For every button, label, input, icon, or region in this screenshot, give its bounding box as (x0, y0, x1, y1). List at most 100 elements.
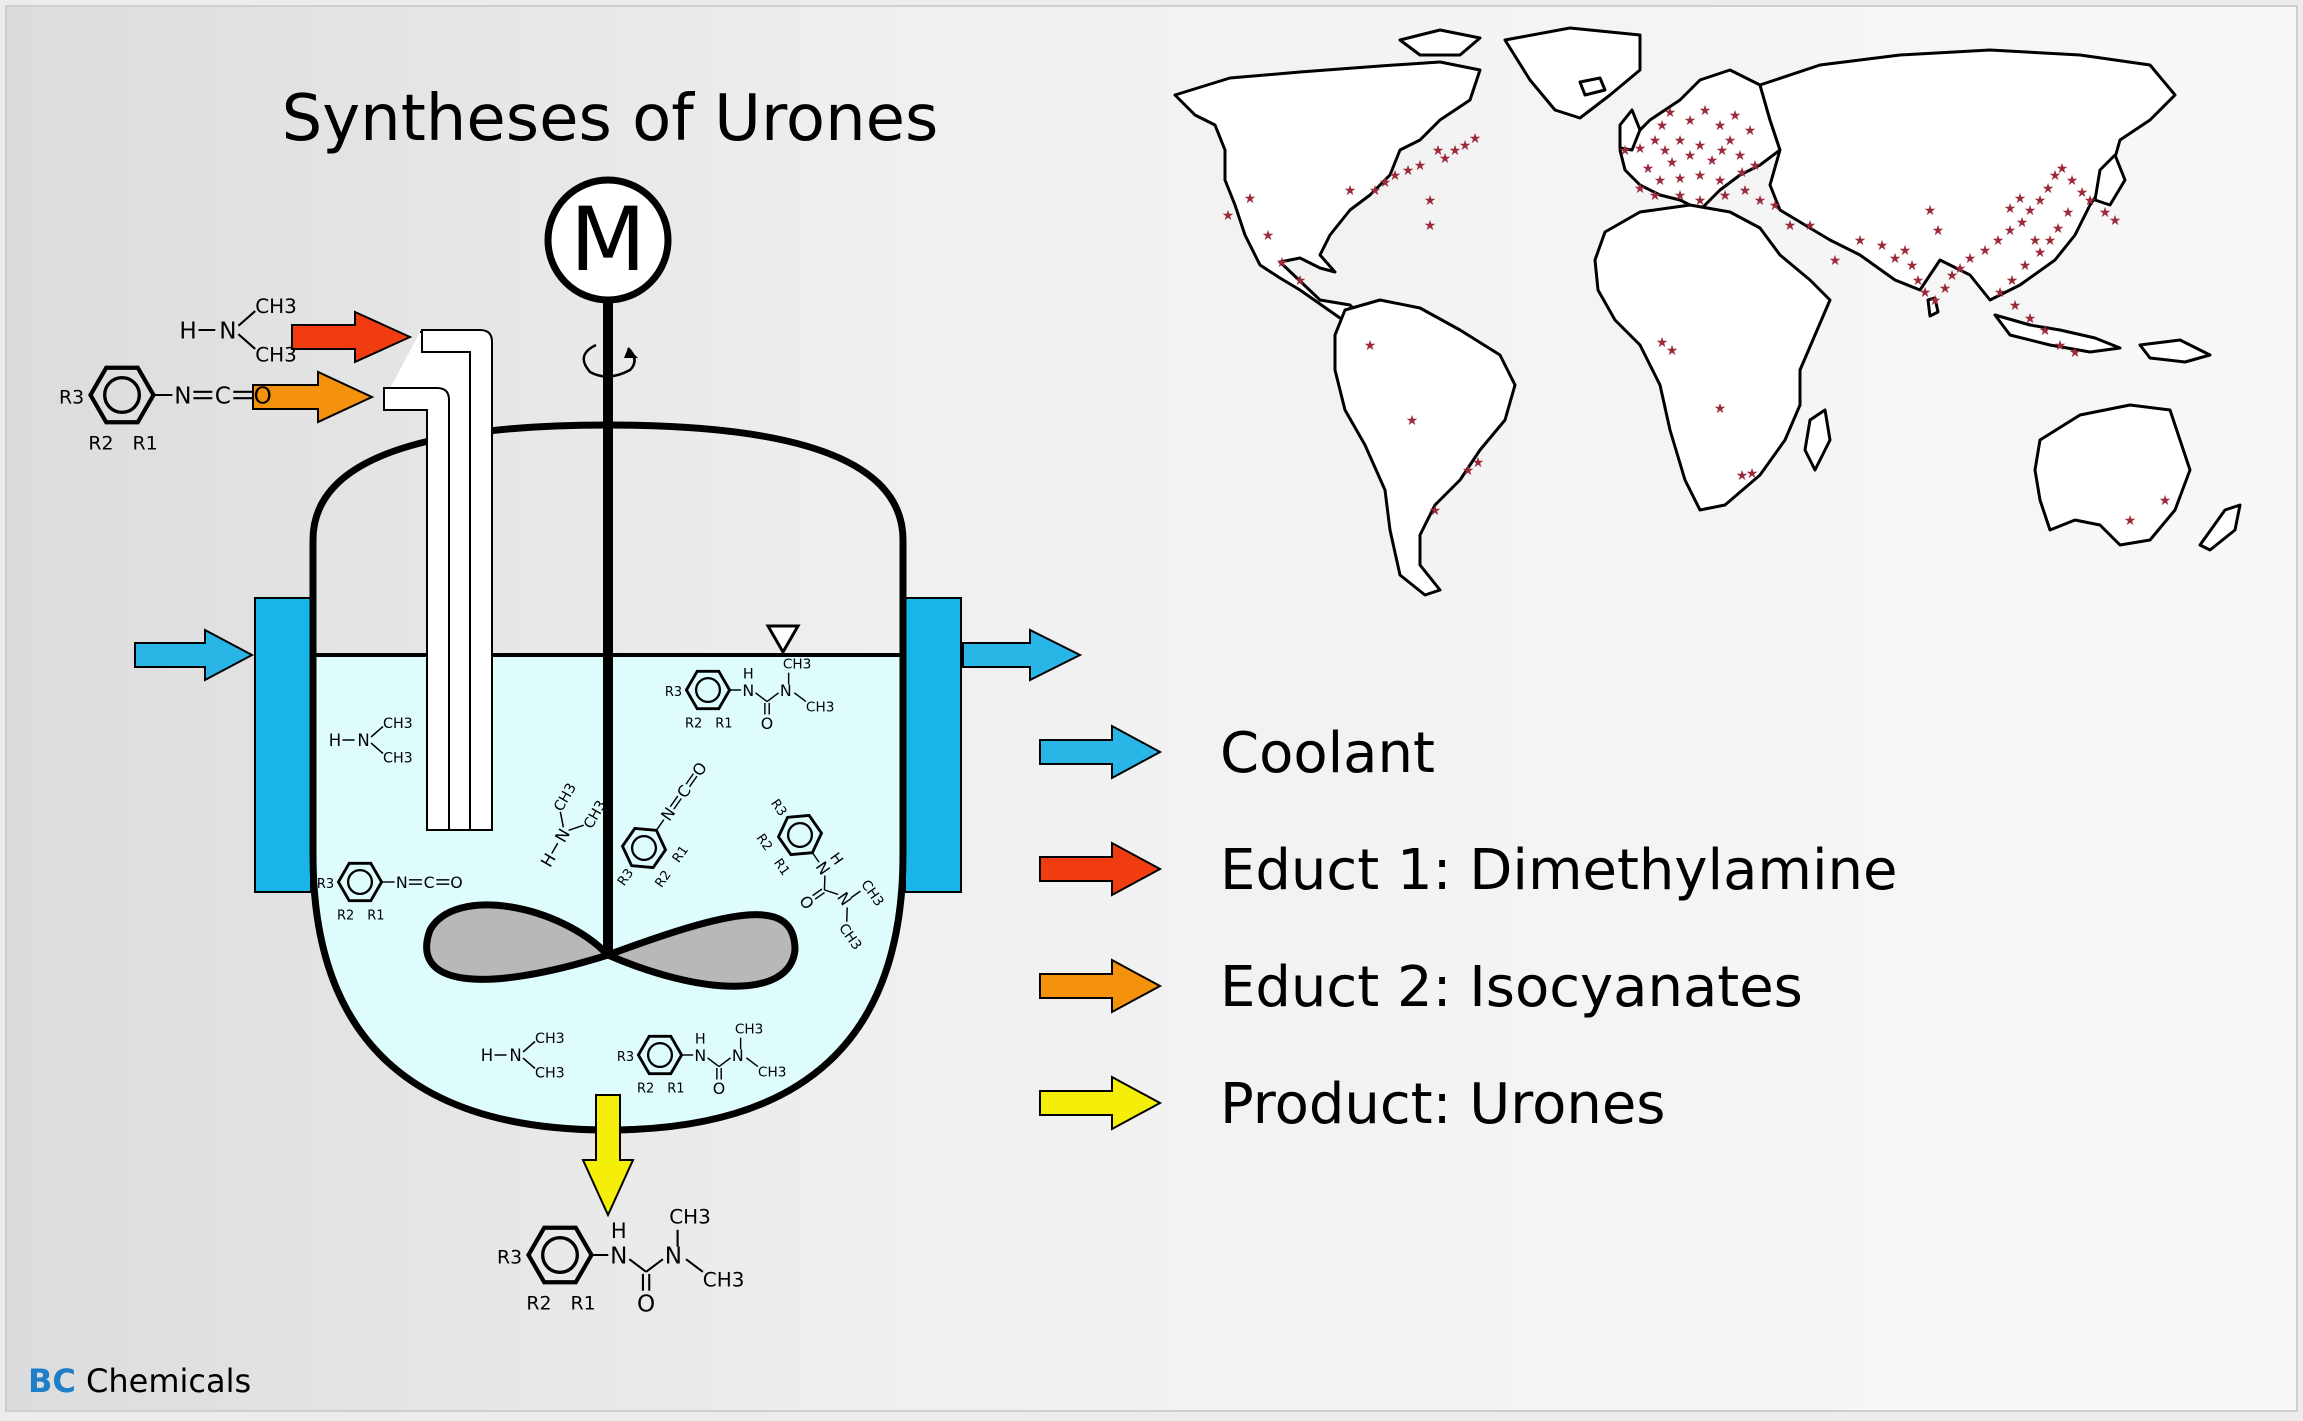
legend-label: Product: Urones (1220, 1072, 1665, 1137)
atom-h: H (695, 1031, 706, 1047)
south-america-shape (1333, 298, 1517, 597)
new-zealand-shape (2198, 503, 2242, 552)
site-marker-icon: ★ (2042, 181, 2055, 197)
site-marker-icon: ★ (2024, 311, 2037, 327)
group-ch3-base: CH3 (758, 1065, 787, 1081)
substituent-r1: R1 (667, 1081, 684, 1096)
site-marker-icon: ★ (1734, 148, 1747, 164)
site-marker-icon: ★ (1684, 148, 1697, 164)
atom-n: N (665, 1243, 682, 1269)
atom-h: H (481, 1046, 493, 1065)
site-marker-icon: ★ (1714, 401, 1727, 417)
site-marker-icon: ★ (2054, 338, 2067, 354)
site-marker-icon: ★ (1634, 181, 1647, 197)
iceland-shape (1578, 76, 1607, 97)
site-marker-icon: ★ (1634, 141, 1647, 157)
site-markers: ★★★★★★★★★★★★★★★★★★★★★★★★★★★★★★★★★★★★★★★★… (1222, 103, 2172, 529)
site-marker-icon: ★ (1294, 273, 1307, 289)
substituent-r1: R1 (715, 716, 732, 731)
site-marker-icon: ★ (1912, 273, 1925, 289)
srilanka-shape (1926, 296, 1940, 318)
site-marker-icon: ★ (1699, 103, 1712, 119)
group-ch3-base: CH3 (383, 716, 413, 732)
atom-o: O (713, 1079, 725, 1098)
site-marker-icon: ★ (1244, 191, 1257, 207)
legend-label: Educt 1: Dimethylamine (1220, 838, 1897, 903)
atom-h: H (611, 1219, 627, 1243)
site-marker-icon: ★ (1804, 218, 1817, 234)
site-marker-icon: ★ (1724, 133, 1737, 149)
legend-item: Educt 2: Isocyanates (1039, 955, 1803, 1020)
substituent-r1: R1 (367, 908, 384, 923)
educt2-feed-arrow (252, 370, 375, 424)
level-indicator-icon (765, 624, 801, 656)
group-ch3: CH3 (758, 1065, 787, 1081)
site-marker-icon: ★ (1744, 123, 1757, 139)
atom-o: O (450, 873, 462, 892)
site-marker-icon: ★ (1714, 118, 1727, 134)
stirrer-shaft (603, 285, 613, 955)
substituent-r3: R3 (665, 685, 682, 700)
site-marker-icon: ★ (1964, 251, 1977, 267)
legend-swatch-arrow (1039, 841, 1163, 897)
site-marker-icon: ★ (1932, 223, 1945, 239)
site-marker-icon: ★ (1769, 198, 1782, 214)
site-marker-icon: ★ (1694, 193, 1707, 209)
atom-o: O (761, 714, 773, 733)
group-ch3: CH3 (669, 1205, 711, 1229)
site-marker-icon: ★ (1954, 261, 1967, 277)
reactor: M (254, 176, 962, 1134)
site-marker-icon: ★ (1714, 173, 1727, 189)
site-marker-icon: ★ (2009, 298, 2022, 314)
site-marker-icon: ★ (1389, 168, 1402, 184)
site-marker-icon: ★ (2124, 513, 2137, 529)
site-marker-icon: ★ (1684, 113, 1697, 129)
atom-n: N (742, 681, 754, 700)
site-marker-icon: ★ (1994, 285, 2007, 301)
site-marker-icon: ★ (2099, 205, 2112, 221)
asia-shape (1758, 48, 2177, 302)
site-marker-icon: ★ (1716, 143, 1729, 159)
site-marker-icon: ★ (2006, 273, 2019, 289)
atom-n: N (396, 873, 408, 892)
site-marker-icon: ★ (1666, 155, 1679, 171)
site-marker-icon: ★ (1664, 105, 1677, 121)
substituent-r1: R1 (133, 433, 158, 455)
coolant-inlet-arrow (134, 628, 255, 682)
group-ch3: CH3 (735, 1021, 764, 1037)
australia-shape (2033, 403, 2192, 547)
cooling-jacket-right (904, 597, 962, 893)
substituent-r2: R2 (637, 1081, 654, 1096)
site-marker-icon: ★ (1262, 228, 1275, 244)
group-ch3-base: CH3 (806, 700, 835, 716)
group-ch3: CH3 (383, 751, 413, 767)
site-marker-icon: ★ (2066, 173, 2079, 189)
atom-c: C (215, 383, 231, 409)
site-marker-icon: ★ (1889, 251, 1902, 267)
substituent-r3: R3 (617, 1050, 634, 1065)
site-marker-icon: ★ (2016, 215, 2029, 231)
atom-n: N (780, 681, 792, 700)
site-marker-icon: ★ (2004, 223, 2017, 239)
substituent-r3: R3 (497, 1246, 522, 1268)
educt1-feed-arrow (291, 310, 413, 364)
group-ch3-base: CH3 (255, 294, 297, 318)
site-marker-icon: ★ (1439, 151, 1452, 167)
site-marker-icon: ★ (1992, 233, 2005, 249)
legend-item: Educt 1: Dimethylamine (1039, 838, 1897, 903)
group-ch3-base: CH3 (535, 1031, 565, 1047)
site-marker-icon: ★ (1674, 133, 1687, 149)
atom-n: N (610, 1243, 627, 1269)
site-marker-icon: ★ (1414, 158, 1427, 174)
substituent-r3: R3 (317, 877, 334, 892)
brand-logo: BC Chemicals (28, 1362, 251, 1400)
brand-rest: Chemicals (76, 1362, 251, 1400)
flow-arrows (134, 310, 1083, 1218)
site-marker-icon: ★ (1899, 243, 1912, 259)
